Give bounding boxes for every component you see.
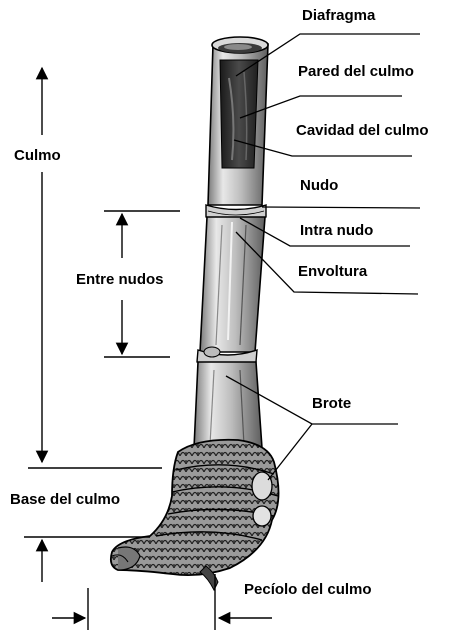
middle-internode bbox=[200, 217, 265, 352]
lower-internode bbox=[194, 362, 262, 448]
label-entre-nudos: Entre nudos bbox=[76, 272, 164, 287]
label-intra-nudo: Intra nudo bbox=[300, 223, 373, 238]
label-peciolo-del-culmo: Pecíolo del culmo bbox=[244, 582, 372, 597]
leader-nudo bbox=[262, 207, 420, 208]
label-diafragma: Diafragma bbox=[302, 8, 375, 23]
label-culmo: Culmo bbox=[14, 148, 61, 163]
bud bbox=[252, 472, 272, 500]
label-cavidad-del-culmo: Cavidad del culmo bbox=[296, 123, 429, 138]
label-brote: Brote bbox=[312, 396, 351, 411]
label-envoltura: Envoltura bbox=[298, 264, 367, 279]
culm-illustration bbox=[111, 37, 279, 590]
label-nudo: Nudo bbox=[300, 178, 338, 193]
label-pared-del-culmo: Pared del culmo bbox=[298, 64, 414, 79]
leader-brote-b bbox=[268, 424, 312, 480]
label-base-del-culmo: Base del culmo bbox=[10, 492, 120, 507]
